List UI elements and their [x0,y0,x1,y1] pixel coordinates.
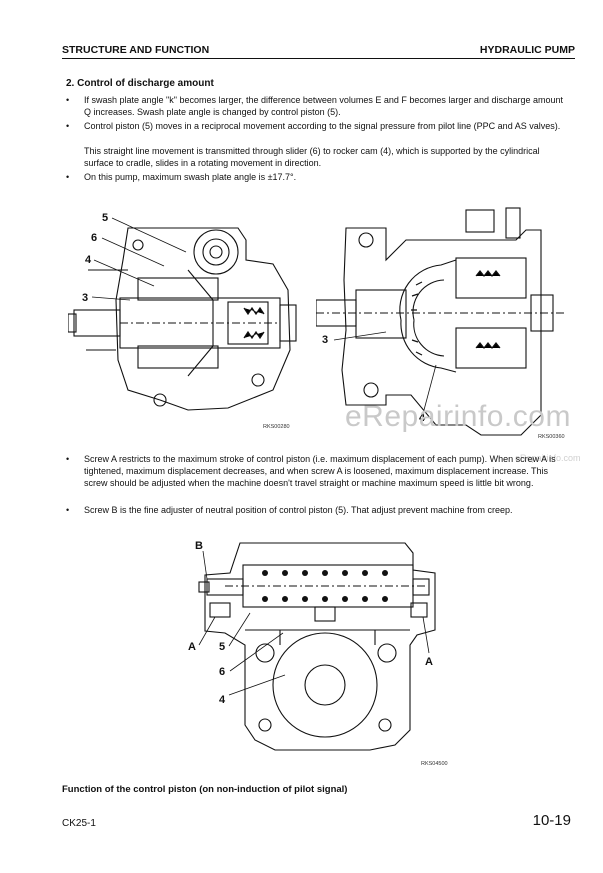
footer-model: CK25-1 [62,818,96,829]
callout-5: 5 [219,641,225,653]
bullet-dot: • [66,121,70,131]
figure-id: RKS00280 [263,424,290,430]
bullet-text: Control piston (5) moves in a reciprocal… [84,121,561,131]
callout-3: 3 [82,292,88,304]
header-rule [62,58,575,59]
callout-3: 3 [322,334,328,346]
bullet-text: This straight line movement is transmitt… [84,146,540,169]
figure-id: RKS00360 [538,434,565,440]
watermark-small: eRepairinfo.com [515,453,581,463]
bullet-dot: • [66,95,70,105]
bullet-item: • Screw A restricts to the maximum strok… [66,453,571,490]
bullet-text: If swash plate angle "k" becomes larger,… [84,95,563,118]
pump-section-figure-right: 3 4 RKS00360 [316,207,566,440]
bullet-dot: • [66,172,70,182]
section-heading: 2. Control of discharge amount [66,78,214,89]
callout-4: 4 [419,412,426,424]
footer-page-number: 10-19 [532,812,571,829]
callout-6: 6 [91,232,97,244]
bullet-item: This straight line movement is transmitt… [66,145,571,169]
bullet-dot: • [66,454,70,464]
callout-4: 4 [85,254,92,266]
callout-B: B [195,540,203,552]
pump-section-figure-left: 5 6 4 3 RKS00280 [68,212,297,430]
bullet-item: • Screw B is the fine adjuster of neutra… [66,504,571,516]
bullet-text: On this pump, maximum swash plate angle … [84,172,297,182]
callout-6: 6 [219,666,225,678]
bullet-dot: • [66,505,70,515]
bullet-text: Screw A restricts to the maximum stroke … [84,454,556,489]
watermark: eRepairinfo.com [345,400,571,433]
function-heading: Function of the control piston (on non-i… [62,784,348,795]
control-piston-figure: B A 5 6 4 A RKS04500 [188,540,448,767]
callout-5: 5 [102,212,108,224]
callout-4: 4 [219,694,226,706]
figure-id: RKS04500 [421,761,448,767]
bullet-item: • If swash plate angle "k" becomes large… [66,94,571,118]
bullet-item: • On this pump, maximum swash plate angl… [66,171,571,183]
callout-A-right: A [425,656,433,668]
header-component-title: HYDRAULIC PUMP [479,44,575,56]
header-section-title: STRUCTURE AND FUNCTION [62,44,210,56]
callout-A-left: A [188,641,196,653]
bullet-text: Screw B is the fine adjuster of neutral … [84,505,513,515]
bullet-item: • Control piston (5) moves in a reciproc… [66,120,571,132]
